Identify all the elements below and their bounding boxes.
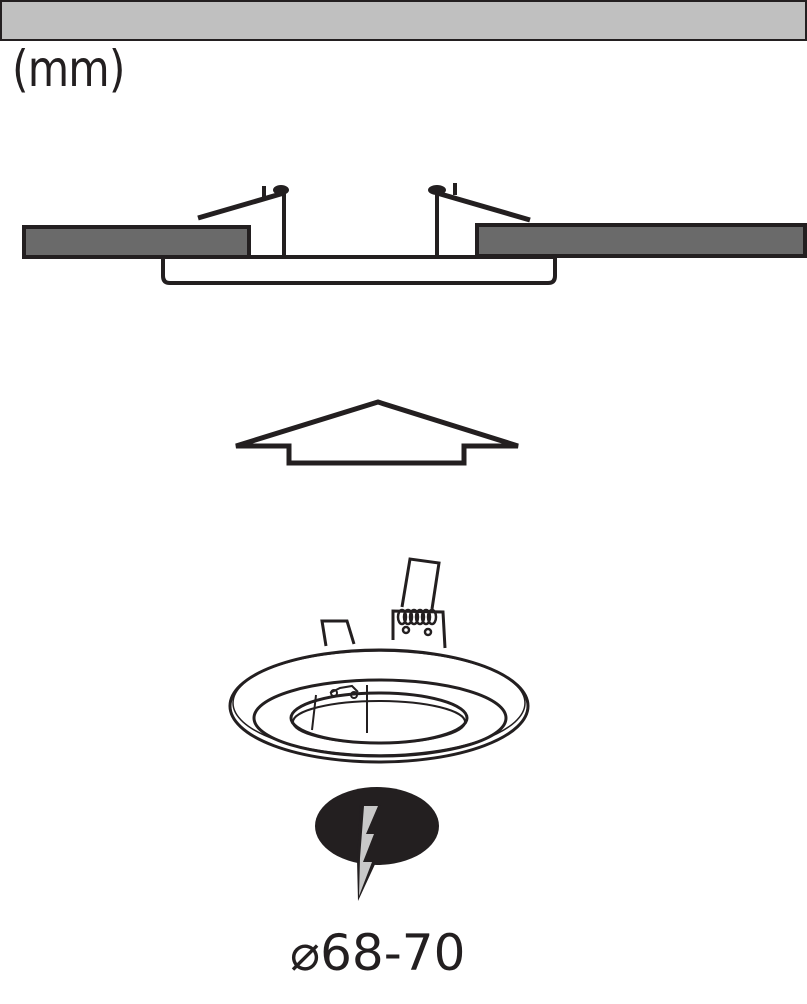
fixture-product	[228, 557, 530, 764]
ceiling-panel-left	[22, 225, 251, 259]
installed-section	[22, 183, 807, 285]
unit-label: (mm)	[12, 40, 125, 98]
fixture-flange	[161, 255, 557, 285]
ceiling-top-bar	[0, 0, 807, 41]
cutout-drill-icon	[315, 787, 439, 901]
spring-clip-left-icon	[273, 185, 289, 195]
outer-trim-ring	[228, 648, 530, 764]
spring-coil-icon	[396, 608, 438, 637]
spring-clip-right-icon	[428, 185, 446, 195]
cutout-diameter-label: ⌀68-70	[290, 924, 466, 982]
ceiling-panel-right	[475, 223, 807, 258]
inner-trim-ring	[252, 678, 508, 758]
insert-arrow-icon	[235, 399, 519, 466]
